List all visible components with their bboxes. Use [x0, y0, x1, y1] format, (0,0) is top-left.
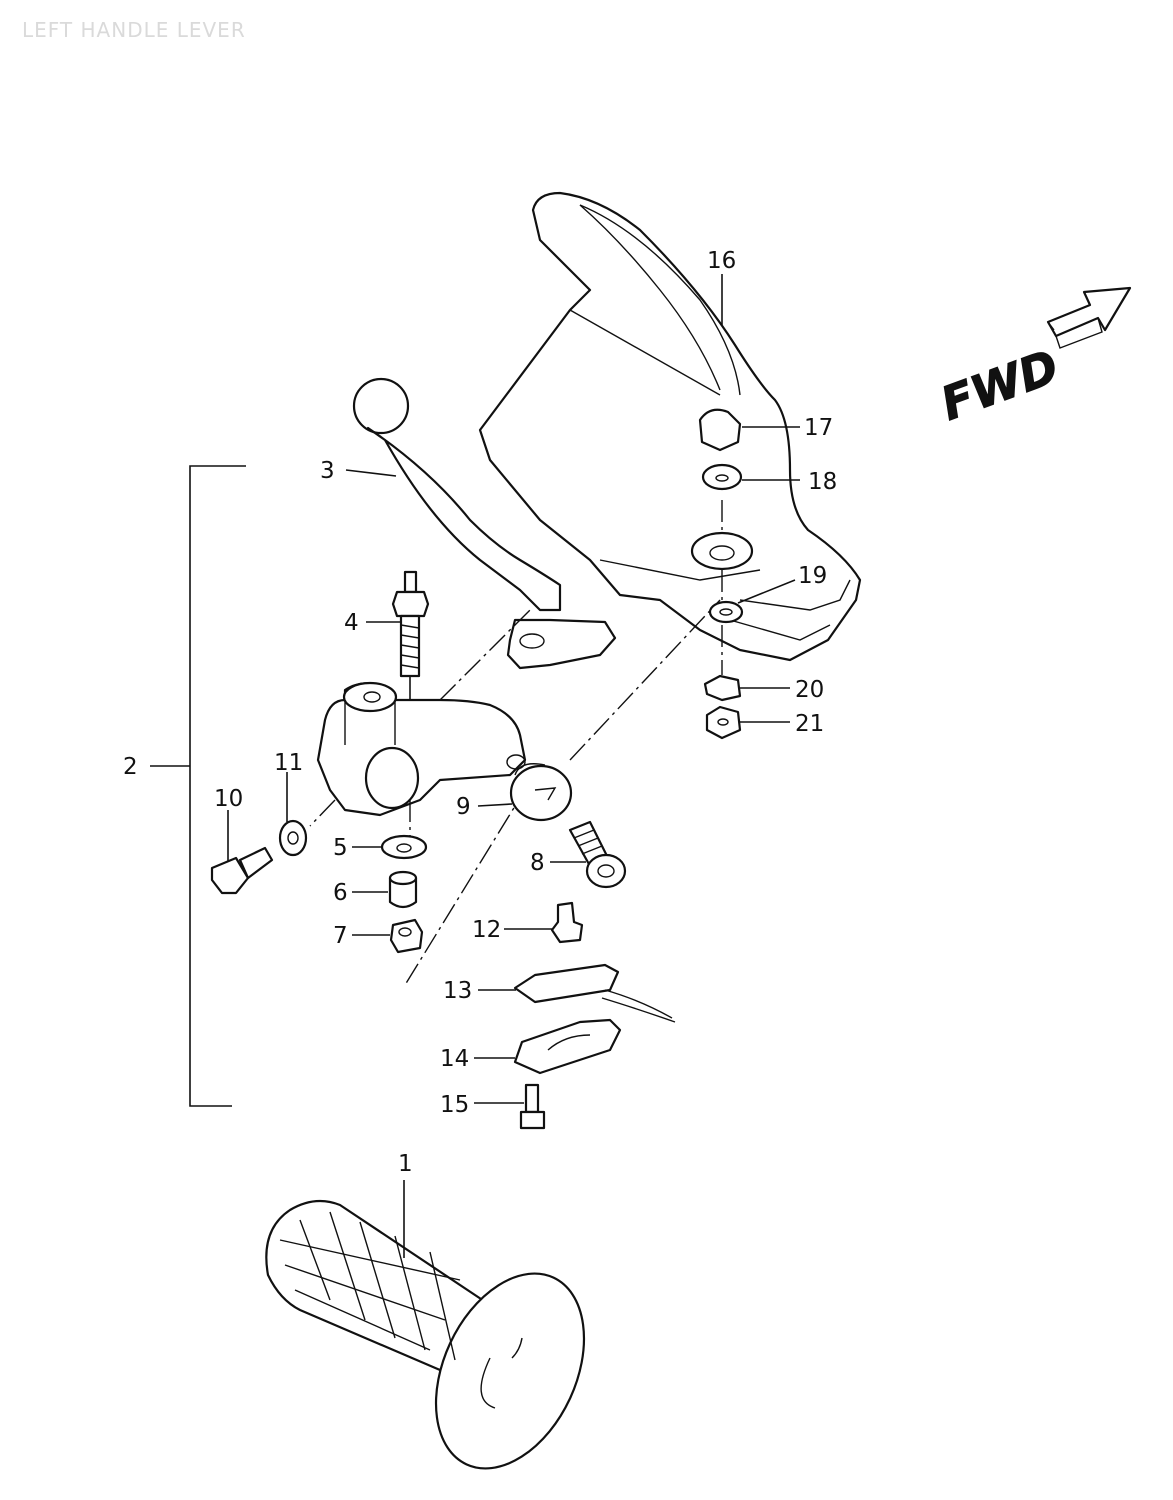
callout-21: 21	[795, 711, 824, 737]
part-17-cap-nut	[698, 408, 742, 452]
part-12-switch-screw	[550, 901, 584, 944]
forward-direction-indicator: FWD	[933, 286, 1132, 431]
callout-3: 3	[320, 458, 335, 484]
part-7-nut	[389, 918, 424, 954]
callout-17: 17	[804, 415, 833, 441]
callout-11: 11	[274, 750, 303, 776]
part-6-collar	[388, 870, 418, 909]
callout-9: 9	[456, 794, 471, 820]
callout-2: 2	[123, 754, 138, 780]
part-4-adjuster-bolt	[391, 570, 430, 720]
callout-8: 8	[530, 850, 545, 876]
part-15-screw	[519, 1083, 546, 1130]
fwd-arrow-icon	[1046, 286, 1132, 338]
part-5-washer	[380, 834, 428, 860]
part-3-clutch-lever	[352, 377, 617, 670]
callout-4: 4	[344, 610, 359, 636]
part-14-switch-holder	[513, 1018, 622, 1075]
fwd-label: FWD	[934, 339, 1066, 431]
assembly-bracket	[150, 465, 246, 1107]
part-20-nut	[703, 674, 742, 702]
part-9-adjuster-ring	[509, 763, 573, 822]
callout-15: 15	[440, 1092, 469, 1118]
callout-10: 10	[214, 786, 243, 812]
assembly-guide-lines	[309, 500, 723, 986]
part-10-pivot-bolt	[210, 846, 274, 895]
callout-12: 12	[472, 917, 501, 943]
callout-labels: 1 2 3 4 5 6 7 8 9 10 11 12 13 14 15 16 1…	[123, 248, 837, 1177]
callout-6: 6	[333, 880, 348, 906]
part-16-hand-guard	[478, 191, 862, 662]
callout-18: 18	[808, 469, 837, 495]
part-19-collar	[708, 600, 744, 624]
part-18-washer	[701, 463, 743, 491]
callout-13: 13	[443, 978, 472, 1004]
callout-16: 16	[707, 248, 736, 274]
part-21-nut	[705, 705, 742, 740]
callout-7: 7	[333, 923, 348, 949]
part-8-adjuster-screw	[568, 820, 627, 889]
diagram-title: LEFT HANDLE LEVER	[22, 18, 246, 42]
callout-14: 14	[440, 1046, 469, 1072]
callout-5: 5	[333, 835, 348, 861]
part-13-clutch-switch	[513, 963, 676, 1023]
part-1-grip	[265, 1199, 586, 1470]
callout-leader-lines	[227, 274, 800, 1258]
lever-holder-body	[316, 681, 527, 817]
callout-19: 19	[798, 563, 827, 589]
callout-1: 1	[398, 1151, 413, 1177]
callout-20: 20	[795, 677, 824, 703]
part-11-washer	[278, 819, 308, 857]
